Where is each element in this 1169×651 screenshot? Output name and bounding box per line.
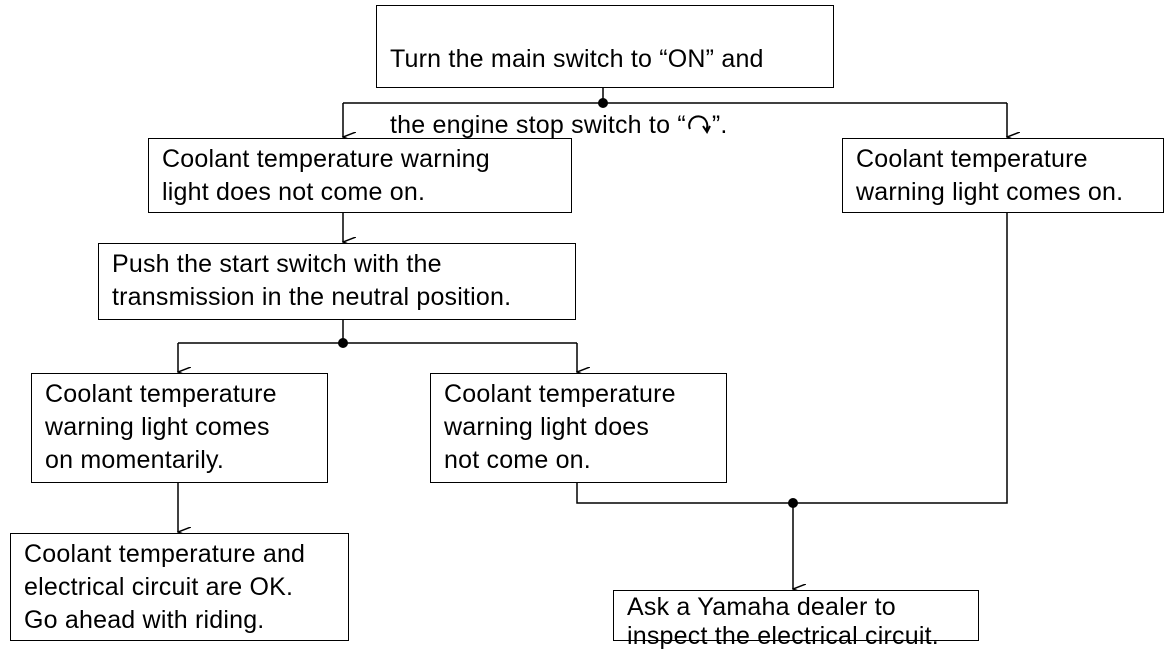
- start-step-line2-prefix: the engine stop switch to “: [390, 111, 686, 139]
- junction-dot: [598, 98, 608, 108]
- light-on-box: Coolant temperature warning light comes …: [842, 138, 1164, 213]
- light-not-on-box: Coolant temperature warning light does n…: [148, 138, 572, 213]
- not-on-after-start-box: Coolant temperature warning light does n…: [430, 373, 727, 483]
- start-step-box: Turn the main switch to “ON” and the eng…: [376, 5, 834, 139]
- momentary-box: Coolant temperature warning light comes …: [31, 373, 328, 483]
- dealer-box: Ask a Yamaha dealer to inspect the elect…: [613, 590, 979, 650]
- engine-run-icon: [686, 111, 712, 137]
- connector-not-on-to-merge: [576, 483, 793, 504]
- start-step-line1: Turn the main switch to “ON” and: [390, 45, 764, 73]
- push-start-box: Push the start switch with the transmiss…: [98, 243, 576, 320]
- connector-light-on-to-merge: [793, 213, 1008, 504]
- ok-box: Coolant temperature and electrical circu…: [10, 533, 349, 641]
- junction-dot: [338, 338, 348, 348]
- junction-dot: [788, 498, 798, 508]
- start-step-line2-suffix: ”.: [711, 111, 728, 139]
